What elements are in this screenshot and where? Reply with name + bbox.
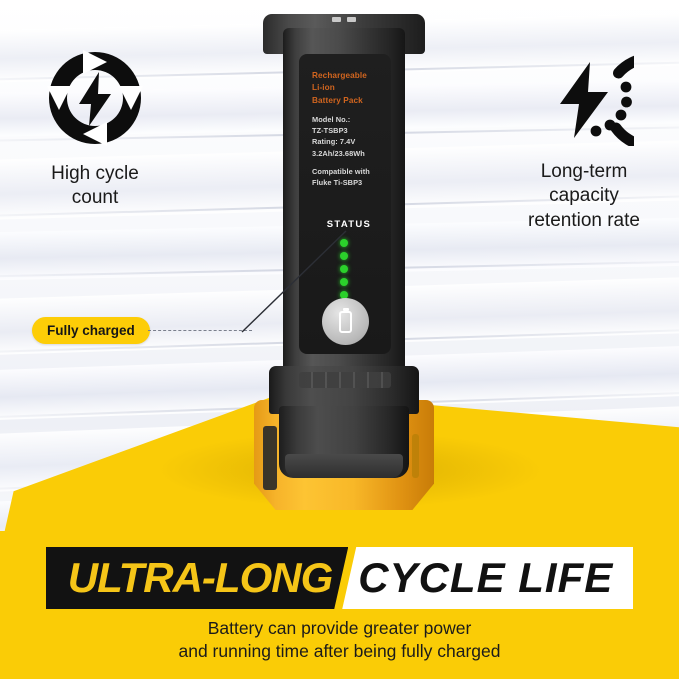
holder-slot-left xyxy=(263,426,277,490)
label-compat-caption: Compatible with xyxy=(312,166,370,176)
label-rating-voltage: Rating: 7.4V xyxy=(312,137,356,147)
holder-slot-right xyxy=(412,434,419,478)
headline-cycle-life: CYCLE LIFE xyxy=(358,554,614,601)
callout-leader-line xyxy=(241,230,347,333)
label-headline-3: Battery Pack xyxy=(312,95,363,105)
bottom-banner: ULTRA-LONG CYCLE LIFE Battery can provid… xyxy=(0,531,679,679)
label-model-caption: Model No.: xyxy=(312,114,351,124)
battery-foot-lip xyxy=(285,454,403,478)
battery-terminal-contacts xyxy=(329,17,359,22)
label-rating-capacity: 3.2Ah/23.68Wh xyxy=(312,148,365,158)
headline-right-block: CYCLE LIFE xyxy=(342,547,634,609)
fully-charged-badge: Fully charged xyxy=(32,317,150,344)
headline-banner: ULTRA-LONG CYCLE LIFE xyxy=(0,547,679,609)
label-compat-model: Fluke Ti-SBP3 xyxy=(312,178,363,188)
battery-spec-label: Rechargeable Li-ion Battery Pack Model N… xyxy=(312,70,390,188)
label-headline-1: Rechargeable xyxy=(312,71,367,80)
subtitle-line-1: Battery can provide greater power xyxy=(207,618,472,638)
label-headline-2: Li-ion xyxy=(312,83,335,93)
headline-ultra-long: ULTRA-LONG xyxy=(67,554,333,601)
cycle-arrows-bolt-icon xyxy=(0,48,190,148)
callout-dashed-line xyxy=(148,330,252,331)
battery-grip-ribs xyxy=(299,372,391,388)
label-model-number: TZ-TSBP3 xyxy=(312,126,348,136)
subtitle-line-2: and running time after being fully charg… xyxy=(178,641,501,662)
banner-subtitle: Battery can provide greater power and ru… xyxy=(0,617,679,664)
capacity-retention-bolt-icon xyxy=(489,46,679,146)
headline-left-block: ULTRA-LONG xyxy=(46,547,349,609)
